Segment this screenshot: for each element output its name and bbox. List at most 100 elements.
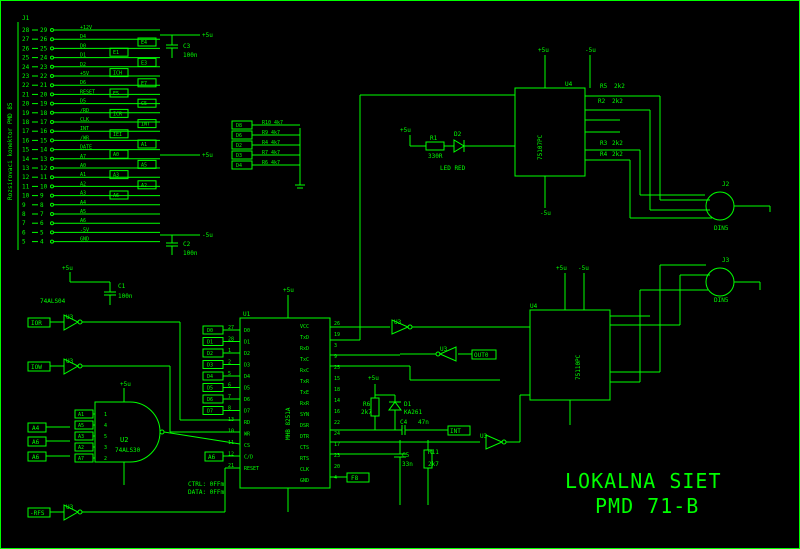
svg-text:8: 8 xyxy=(22,211,26,218)
svg-text:D6: D6 xyxy=(207,397,213,403)
svg-text:23: 23 xyxy=(40,64,48,71)
svg-text:6: 6 xyxy=(40,220,44,227)
svg-text:2k7: 2k7 xyxy=(361,409,372,416)
svg-text:D3: D3 xyxy=(244,363,250,369)
svg-text:74ALS04: 74ALS04 xyxy=(40,298,66,305)
svg-text:U3: U3 xyxy=(394,319,402,326)
svg-text:13: 13 xyxy=(228,417,234,423)
svg-text:R4 4k7: R4 4k7 xyxy=(262,140,280,146)
svg-text:4: 4 xyxy=(104,423,107,429)
svg-text:F8: F8 xyxy=(351,475,359,482)
svg-text:26: 26 xyxy=(40,36,48,43)
svg-text:A7: A7 xyxy=(78,456,84,462)
svg-text:DIN5: DIN5 xyxy=(714,297,729,304)
svg-text:20: 20 xyxy=(40,91,48,98)
svg-text:U1: U1 xyxy=(243,311,251,318)
svg-text:33n: 33n xyxy=(402,461,413,468)
svg-text:A0: A0 xyxy=(113,152,119,158)
svg-text:9: 9 xyxy=(40,193,44,200)
svg-text:25: 25 xyxy=(40,45,48,52)
svg-text:13: 13 xyxy=(22,165,30,172)
svg-text:OUT0: OUT0 xyxy=(474,352,489,359)
svg-text:4: 4 xyxy=(40,239,44,246)
svg-text:D5: D5 xyxy=(80,99,86,105)
svg-text:IEI: IEI xyxy=(113,132,122,138)
svg-text:J3: J3 xyxy=(722,257,730,264)
svg-text:U2: U2 xyxy=(120,436,128,444)
svg-text:A5: A5 xyxy=(141,162,147,168)
svg-text:D4: D4 xyxy=(236,163,242,169)
svg-text:DTR: DTR xyxy=(300,434,310,440)
svg-text:18: 18 xyxy=(334,387,340,393)
u4-receiver: U4 75107PC +5u -5u -5u R5 2k2 R2 2k2 R3 … xyxy=(514,47,660,217)
title-line2: PMD 71-B xyxy=(595,494,699,518)
svg-text:C5: C5 xyxy=(402,452,410,459)
svg-text:D2: D2 xyxy=(207,351,213,357)
svg-text:47n: 47n xyxy=(418,419,429,426)
svg-text:17: 17 xyxy=(22,128,30,135)
svg-text:21: 21 xyxy=(40,82,48,89)
svg-text:+5u: +5u xyxy=(202,152,213,159)
svg-text:C3: C3 xyxy=(183,43,191,50)
svg-text:R6: R6 xyxy=(363,401,371,408)
svg-text:RESET: RESET xyxy=(244,466,259,472)
svg-text:A2: A2 xyxy=(78,445,84,451)
svg-text:A4: A4 xyxy=(32,425,40,432)
middle-wiring: U3 OUT0 U3 +5u R1 330R D2 LED RED +5u xyxy=(330,94,530,505)
svg-text:16: 16 xyxy=(40,128,48,135)
svg-text:RxR: RxR xyxy=(300,401,310,407)
svg-text:D3: D3 xyxy=(207,363,213,369)
svg-text:24: 24 xyxy=(334,431,340,437)
svg-text:28: 28 xyxy=(22,27,30,34)
svg-text:TxE: TxE xyxy=(300,390,309,396)
svg-text:CLK: CLK xyxy=(80,117,89,123)
svg-text:DATA: 0FFm: DATA: 0FFm xyxy=(188,489,225,496)
svg-text:2: 2 xyxy=(104,456,107,462)
svg-text:8: 8 xyxy=(228,406,231,412)
svg-text:24: 24 xyxy=(40,55,48,62)
svg-text:A6: A6 xyxy=(208,454,216,461)
svg-text:A0: A0 xyxy=(80,163,86,169)
svg-text:E3: E3 xyxy=(141,60,147,66)
svg-text:LED RED: LED RED xyxy=(440,165,466,172)
svg-text:A1: A1 xyxy=(78,412,84,418)
svg-text:12: 12 xyxy=(22,174,30,181)
svg-text:D4: D4 xyxy=(80,34,86,40)
svg-text:C4: C4 xyxy=(400,419,408,426)
svg-text:-RFS: -RFS xyxy=(30,510,45,517)
svg-text:-5u: -5u xyxy=(585,47,596,54)
title-block: LOKALNA SIET PMD 71-B xyxy=(565,469,722,518)
title-line1: LOKALNA SIET xyxy=(565,469,722,493)
connector-ref: J1 xyxy=(22,15,30,22)
svg-text:+5V: +5V xyxy=(80,71,89,77)
svg-text:+5u: +5u xyxy=(283,287,294,294)
svg-text:19: 19 xyxy=(22,110,30,117)
svg-text:C2: C2 xyxy=(183,241,191,248)
svg-text:11: 11 xyxy=(228,440,234,446)
svg-text:+5u: +5u xyxy=(368,375,379,382)
svg-text:7: 7 xyxy=(22,220,26,227)
svg-text:18: 18 xyxy=(22,119,30,126)
svg-text:25: 25 xyxy=(334,365,340,371)
svg-text:15: 15 xyxy=(40,137,48,144)
svg-text:23: 23 xyxy=(334,453,340,459)
svg-text:20: 20 xyxy=(334,464,340,470)
svg-text:27: 27 xyxy=(228,325,234,331)
svg-text:24: 24 xyxy=(22,64,30,71)
svg-text:6: 6 xyxy=(228,383,231,389)
svg-text:74ALS30: 74ALS30 xyxy=(115,447,141,454)
svg-text:DIN5: DIN5 xyxy=(714,225,729,232)
svg-text:ICH: ICH xyxy=(113,71,122,77)
svg-text:A5: A5 xyxy=(80,209,86,215)
svg-text:D0: D0 xyxy=(80,43,86,49)
svg-text:15: 15 xyxy=(22,147,30,154)
svg-text:12: 12 xyxy=(40,165,48,172)
svg-text:GND: GND xyxy=(300,478,309,484)
